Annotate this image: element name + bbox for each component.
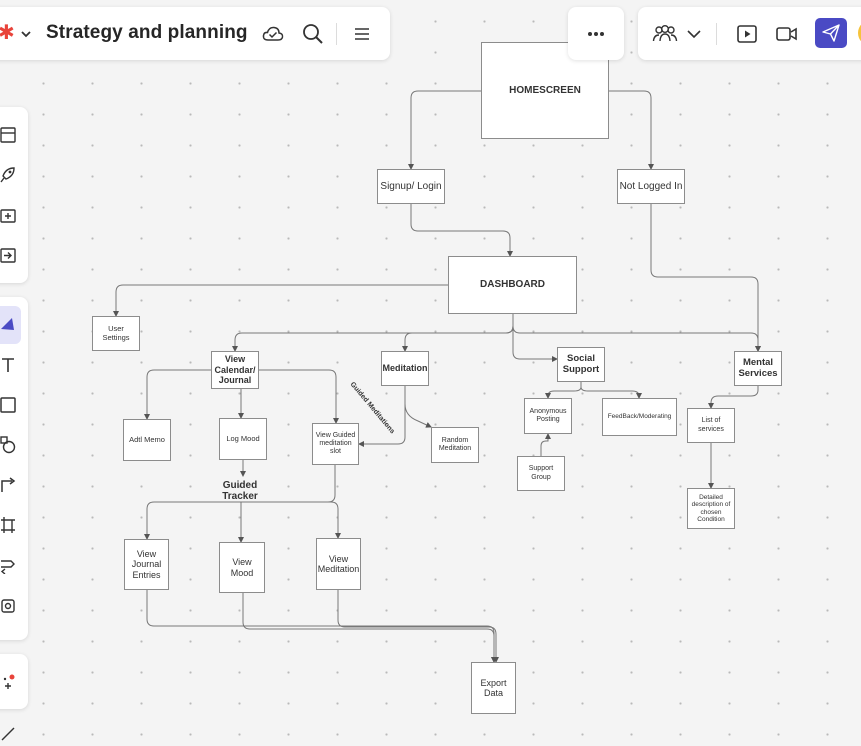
avatar[interactable] [858,20,861,46]
more-shapes-icon[interactable] [0,552,16,578]
connector-home-signup [408,90,482,170]
label-guided-tracker[interactable]: Guided Tracker [222,480,258,502]
frame-icon[interactable] [0,512,16,538]
connector-social-anon [545,381,582,399]
connector-signup-dashboard [410,204,513,257]
toolbar-divider [336,23,337,45]
node-random-meditation[interactable]: Random Meditation [431,427,479,463]
node-mental-services[interactable]: Mental Services [734,351,782,386]
asterisk-logo-icon[interactable]: ✱ [0,22,15,44]
chevron-down-icon[interactable] [681,21,707,47]
left-toolbar-tools [0,297,28,640]
node-view-guided-meditation-slot[interactable]: View Guided meditation slot [312,423,359,465]
node-add-memo[interactable]: Adtl Memo [123,419,171,461]
node-log-mood[interactable]: Log Mood [219,418,267,460]
video-icon[interactable] [774,21,800,47]
present-icon[interactable] [734,21,760,47]
left-toolbar-apps [0,654,28,709]
connector-mood-export [242,593,497,663]
sticky-note-icon[interactable] [0,392,16,418]
connector-social-feedback [580,381,642,399]
toolbar-divider [716,23,717,45]
node-anonymous-posting[interactable]: Anonymous Posting [524,398,572,434]
import-icon[interactable] [0,242,16,268]
connector-meditation-random [404,403,432,428]
document-title-bar: ✱ Strategy and planning [0,7,390,60]
add-page-icon[interactable] [0,202,16,228]
node-detailed-description[interactable]: Detailed description of chosen Condition [687,488,735,529]
node-meditation[interactable]: Meditation [381,351,429,386]
connector-viewmed-export [337,589,499,663]
node-support-group[interactable]: Support Group [517,456,565,491]
share-send-icon [822,24,840,42]
template-icon[interactable] [0,122,16,148]
connector-meditation-guided [358,385,406,447]
connector-dashboard-mental [512,314,761,352]
connector-notlogged-mental [650,204,761,352]
node-dashboard[interactable]: DASHBOARD [448,256,577,314]
select-pointer-icon[interactable] [0,312,16,338]
shapes-icon[interactable] [0,432,16,458]
connector-dashboard-usersettings [113,284,449,317]
ai-shapes-icon[interactable] [0,592,16,618]
connector-support-anon [540,433,551,456]
node-export-data[interactable]: Export Data [471,662,516,714]
document-title[interactable]: Strategy and planning [46,22,248,43]
collaborators-icon[interactable] [652,21,678,47]
pen-tool-icon[interactable] [0,720,16,746]
connector-mental-services [708,386,759,409]
node-not-logged-in[interactable]: Not Logged In [617,169,685,204]
text-tool-icon[interactable] [0,352,16,378]
connector-dashboard-meditation [402,314,514,352]
node-signup-login[interactable]: Signup/ Login [377,169,445,204]
connector-journal-export [146,589,497,663]
connector-dashboard-social [512,314,558,362]
connector-tracker-viewmed [241,501,341,539]
hamburger-menu-icon[interactable] [349,21,375,47]
node-user-settings[interactable]: User Settings [92,316,140,351]
node-view-mood[interactable]: View Mood [219,542,265,593]
node-feedback-moderating[interactable]: FeedBack/Moderating [602,398,677,436]
add-apps-icon[interactable] [0,669,16,695]
node-list-of-services[interactable]: List of services [687,408,735,443]
node-view-meditation[interactable]: View Meditation [316,538,361,590]
chevron-down-icon[interactable] [18,26,34,42]
left-toolbar-top [0,107,28,283]
share-button[interactable] [815,18,847,48]
rocket-icon[interactable] [0,162,16,188]
connector-home-notlogged [609,90,654,170]
node-view-journal-entries[interactable]: View Journal Entries [124,539,169,590]
node-social-support[interactable]: Social Support [557,347,605,382]
connector-icon[interactable] [0,472,16,498]
ellipsis-icon[interactable] [583,21,609,47]
cloud-saved-icon[interactable] [260,21,286,47]
collaboration-panel [638,7,861,60]
more-options-panel [568,7,624,60]
connector-calendar-guided [258,369,339,424]
node-view-calendar-journal[interactable]: View Calendar/ Journal [211,351,259,389]
connector-calendar-memo [144,369,212,420]
search-icon[interactable] [300,21,326,47]
